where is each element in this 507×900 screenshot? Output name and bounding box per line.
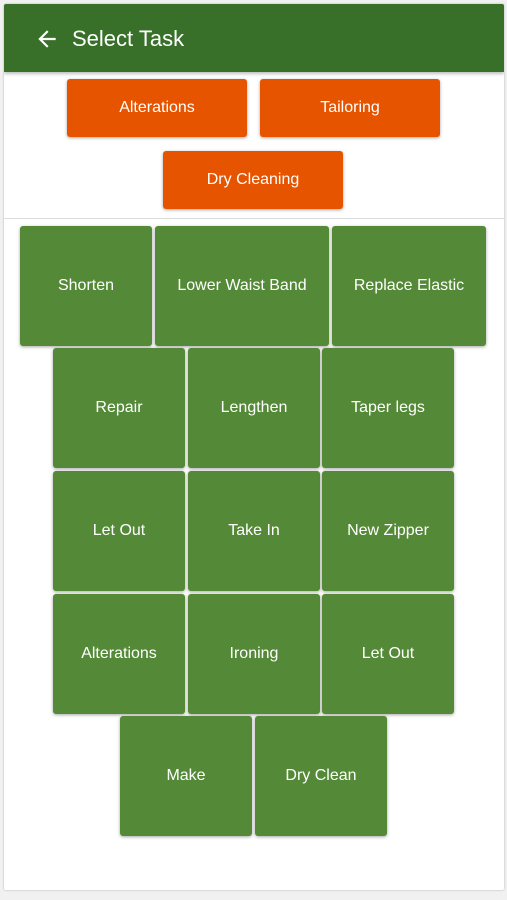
task-grid: Shorten Lower Waist Band Replace Elastic…	[4, 4, 504, 890]
category-button-alterations[interactable]: Alterations	[67, 79, 247, 137]
category-button-tailoring[interactable]: Tailoring	[260, 79, 440, 137]
task-button-lower-waist-band[interactable]: Lower Waist Band	[155, 226, 329, 346]
task-button-ironing[interactable]: Ironing	[188, 594, 320, 714]
task-button-take-in[interactable]: Take In	[188, 471, 320, 591]
app-window: Select Task Alterations Tailoring Dry Cl…	[4, 4, 504, 890]
task-button-let-out[interactable]: Let Out	[53, 471, 185, 591]
arrow-left-icon[interactable]	[34, 26, 60, 52]
task-button-dry-clean[interactable]: Dry Clean	[255, 716, 387, 836]
task-button-let-out-2[interactable]: Let Out	[322, 594, 454, 714]
task-button-shorten[interactable]: Shorten	[20, 226, 152, 346]
task-button-new-zipper[interactable]: New Zipper	[322, 471, 454, 591]
task-button-repair[interactable]: Repair	[53, 348, 185, 468]
task-button-replace-elastic[interactable]: Replace Elastic	[332, 226, 486, 346]
category-button-dry-cleaning[interactable]: Dry Cleaning	[163, 151, 343, 209]
app-bar: Select Task	[4, 4, 504, 72]
task-button-taper-legs[interactable]: Taper legs	[322, 348, 454, 468]
task-button-make[interactable]: Make	[120, 716, 252, 836]
task-button-lengthen[interactable]: Lengthen	[188, 348, 320, 468]
page-title: Select Task	[72, 26, 185, 51]
task-button-alterations[interactable]: Alterations	[53, 594, 185, 714]
divider	[4, 218, 504, 219]
